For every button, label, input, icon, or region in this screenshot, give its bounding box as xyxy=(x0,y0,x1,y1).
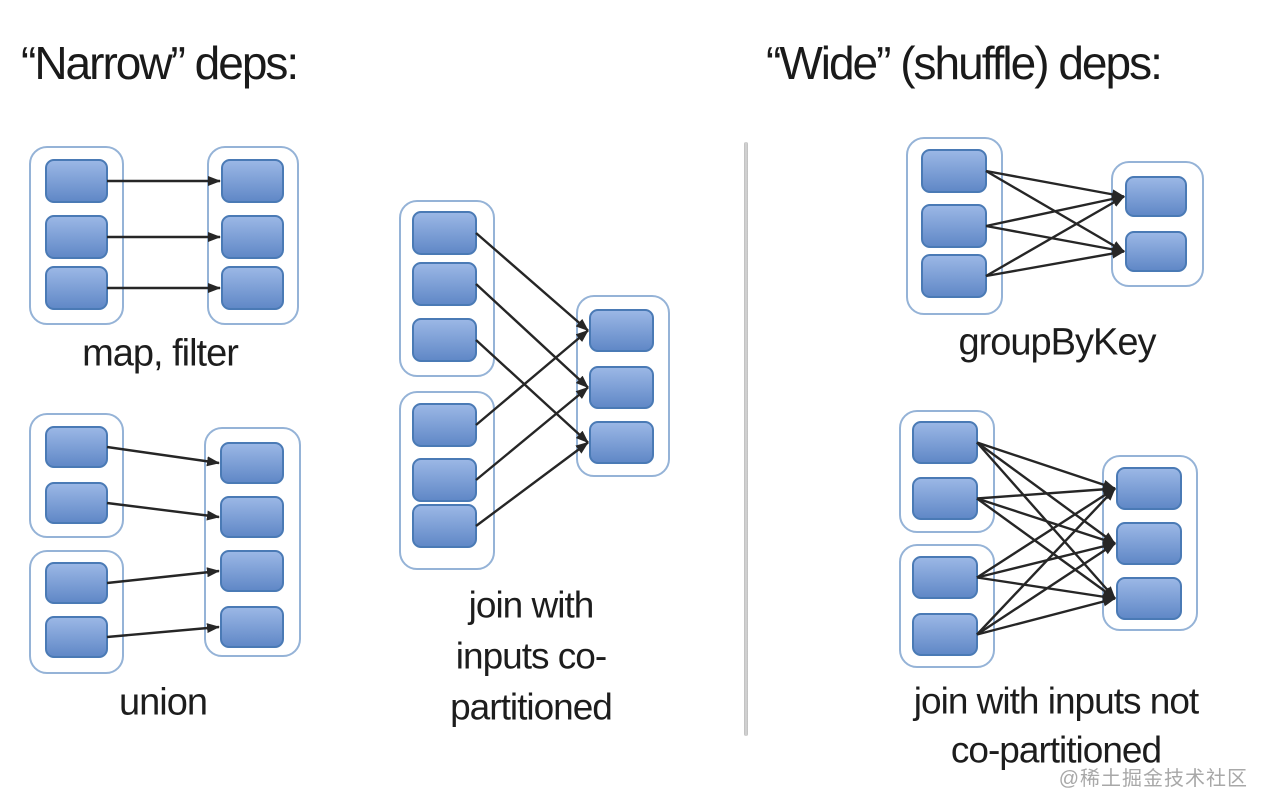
groupbykey-dependency-arrow xyxy=(985,248,1125,278)
union-dependency-arrow xyxy=(106,501,220,521)
join-co-partitioned-dependency-arrow xyxy=(475,329,589,426)
union-partition-box-2-1 xyxy=(220,496,284,538)
union-dependency-arrow xyxy=(106,445,220,467)
join-not-co-partitioned-dependency-arrow xyxy=(976,497,1116,545)
join-not-co-partitioned-label: join with inputs not xyxy=(913,681,1200,722)
join-co-partitioned-partition-box-2-0 xyxy=(589,309,654,352)
join-co-partitioned-label: partitioned xyxy=(450,687,612,728)
map-filter-diagram: map, filter xyxy=(29,146,299,374)
map-filter-partition-box-0-2 xyxy=(45,266,108,310)
join-co-partitioned-dependency-arrow xyxy=(475,339,589,444)
join-not-co-partitioned-partition-box-2-0 xyxy=(1116,467,1182,510)
join-co-partitioned-label: inputs co- xyxy=(456,636,606,677)
join-co-partitioned-label: join with xyxy=(468,585,594,626)
groupbykey-partition-box-0-1 xyxy=(921,204,987,248)
join-not-co-partitioned-dependency-arrow xyxy=(976,542,1116,636)
section-divider xyxy=(744,142,748,736)
groupbykey-partition-box-1-0 xyxy=(1125,176,1187,217)
map-filter-partition-box-1-2 xyxy=(221,266,284,310)
watermark-text: @稀土掘金技术社区 xyxy=(1058,768,1248,790)
join-co-partitioned-partition-box-1-1 xyxy=(412,458,477,502)
join-not-co-partitioned-label: co-partitioned xyxy=(951,730,1161,771)
join-co-partitioned-diagram: join with inputs co-partitioned xyxy=(399,200,670,728)
join-not-co-partitioned-partition-box-1-0 xyxy=(912,556,978,599)
join-not-co-partitioned-partition-box-0-0 xyxy=(912,421,978,464)
union-partition-box-1-1 xyxy=(45,616,108,658)
map-filter-partition-box-1-1 xyxy=(221,215,284,259)
union-diagram: union xyxy=(29,413,301,723)
join-not-co-partitioned-dependency-arrow xyxy=(976,484,1116,500)
union-partition-box-2-0 xyxy=(220,442,284,484)
union-partition-box-2-3 xyxy=(220,606,284,648)
join-co-partitioned-dependency-arrow xyxy=(475,441,589,527)
join-co-partitioned-partition-box-2-1 xyxy=(589,366,654,409)
groupbykey-partition-box-0-2 xyxy=(921,254,987,298)
groupbykey-dependency-arrow xyxy=(985,224,1125,255)
groupbykey-partition-box-0-0 xyxy=(921,149,987,193)
join-not-co-partitioned-diagram: join with inputs not co-partitioned xyxy=(899,410,1201,771)
join-not-co-partitioned-dependency-arrow xyxy=(976,497,1116,600)
union-partition-box-0-1 xyxy=(45,482,108,524)
groupbykey-label: groupByKey xyxy=(958,321,1156,363)
join-co-partitioned-partition-box-1-0 xyxy=(412,403,477,447)
map-filter-partition-box-0-0 xyxy=(45,159,108,203)
join-not-co-partitioned-dependency-arrow xyxy=(976,487,1116,636)
join-not-co-partitioned-partition-box-2-2 xyxy=(1116,577,1182,620)
groupbykey-dependency-arrow xyxy=(985,194,1125,228)
map-filter-label: map, filter xyxy=(82,332,239,374)
union-dependency-arrow xyxy=(106,567,220,585)
union-partition-box-0-0 xyxy=(45,426,108,468)
join-co-partitioned-partition-box-0-1 xyxy=(412,262,477,306)
join-co-partitioned-dependency-arrow xyxy=(475,283,589,389)
union-partition-box-2-2 xyxy=(220,550,284,592)
groupbykey-partition-box-1-1 xyxy=(1125,231,1187,272)
map-filter-partition-box-1-0 xyxy=(221,159,284,203)
join-co-partitioned-partition-box-0-0 xyxy=(412,211,477,255)
join-not-co-partitioned-partition-box-2-1 xyxy=(1116,522,1182,565)
wide-deps-title: “Wide” (shuffle) deps: xyxy=(766,37,1163,89)
join-not-co-partitioned-dependency-arrow xyxy=(976,596,1116,636)
groupbykey-diagram: groupByKey xyxy=(906,137,1204,363)
join-co-partitioned-dependency-arrow xyxy=(475,386,589,481)
join-co-partitioned-dependency-arrow xyxy=(475,232,589,332)
join-co-partitioned-partition-box-0-2 xyxy=(412,318,477,362)
union-partition-box-1-0 xyxy=(45,562,108,604)
map-filter-partition-box-0-1 xyxy=(45,215,108,259)
join-not-co-partitioned-dependency-arrow xyxy=(976,441,1116,490)
union-label: union xyxy=(119,681,207,723)
join-not-co-partitioned-dependency-arrow xyxy=(976,487,1116,579)
groupbykey-dependency-arrow xyxy=(985,169,1125,200)
join-co-partitioned-partition-box-2-2 xyxy=(589,421,654,464)
narrow-deps-title: “Narrow” deps: xyxy=(21,37,299,89)
union-rdd-container-2 xyxy=(204,427,301,657)
groupbykey-dependency-arrow xyxy=(985,195,1125,278)
join-not-co-partitioned-partition-box-0-1 xyxy=(912,477,978,520)
union-dependency-arrow xyxy=(106,623,220,639)
join-co-partitioned-partition-box-1-2 xyxy=(412,504,477,548)
join-not-co-partitioned-partition-box-1-1 xyxy=(912,613,978,656)
